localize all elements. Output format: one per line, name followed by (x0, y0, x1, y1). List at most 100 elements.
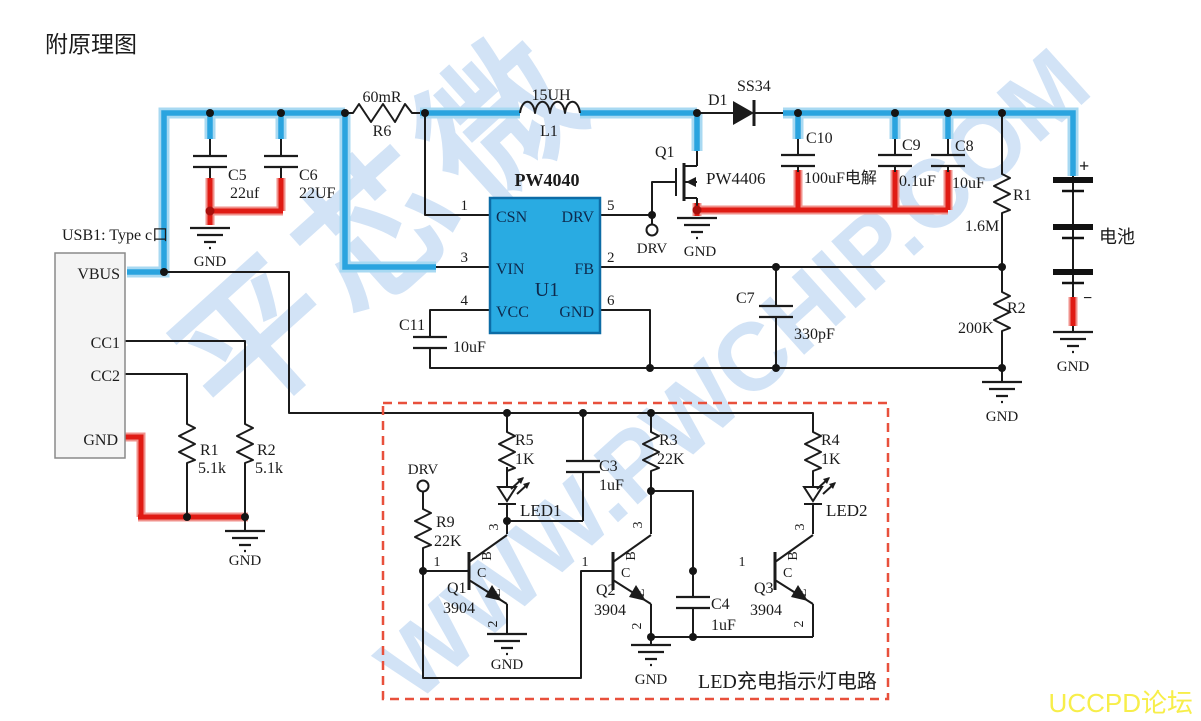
cap-c10 (779, 153, 817, 168)
junction-dots (160, 109, 1006, 641)
c6-ref: C6 (299, 167, 318, 184)
q1-pin2: 2 (486, 621, 501, 628)
page-title: 附原理图 (45, 32, 137, 57)
u1-ref: U1 (535, 279, 559, 301)
sense-resistor: 60mR R6 (344, 89, 421, 140)
battery: + − 电池 GND (1051, 156, 1135, 375)
q3-ref: Q3 (754, 580, 774, 597)
q2-pinc: C (621, 566, 630, 581)
gnd-symbol (980, 380, 1024, 404)
r6-ref: R6 (373, 123, 392, 140)
c11-ref: C11 (399, 317, 425, 334)
u1-part: PW4040 (515, 170, 580, 190)
q3-pinb: B (786, 551, 801, 560)
u1-pin-csn: CSN (496, 209, 528, 226)
q1-pine: E (489, 589, 504, 598)
q1-pin1: 1 (434, 555, 441, 570)
r3-ref: R3 (659, 432, 678, 449)
l1-ref: L1 (540, 123, 558, 140)
q1-pinc: C (477, 566, 486, 581)
l1-value: 15UH (531, 87, 571, 104)
usb-pin-gnd: GND (83, 432, 118, 449)
gnd-symbol (188, 226, 232, 250)
r2-fb-value: 200K (958, 320, 994, 337)
c7-value: 330pF (794, 326, 835, 343)
inductor-l1: 15UH L1 (519, 87, 581, 140)
forum-watermark: UCCPD论坛 (1049, 688, 1193, 718)
gnd-symbol (223, 529, 267, 553)
u1-pin-num-6: 6 (607, 293, 615, 309)
led2-symbol (803, 476, 837, 505)
qm-part: PW4406 (706, 169, 766, 188)
q2-pin2: 2 (630, 623, 645, 630)
black-wires (125, 112, 1074, 531)
q3-pine: E (795, 589, 810, 598)
feedback-divider: R1 1.6M R2 200K GND (958, 169, 1032, 425)
r2-fb-ref: R2 (1007, 300, 1026, 317)
usb-title: USB1: Type c口 (62, 227, 168, 244)
r1-fb-ref: R1 (1013, 187, 1032, 204)
gnd-label: GND (229, 553, 262, 569)
led-box-wires (422, 413, 814, 679)
battery-minus: − (1083, 290, 1092, 307)
q2-value: 3904 (594, 602, 626, 619)
qm-ref: Q1 (655, 144, 675, 161)
c3-value: 1uF (599, 477, 624, 494)
r9-ref: R9 (436, 514, 455, 531)
r6-value: 60mR (362, 89, 401, 106)
blue-wires (127, 107, 1079, 278)
r5-value: 1K (515, 451, 535, 468)
led1-label: LED1 (520, 501, 562, 520)
drv-terminal (416, 479, 430, 493)
resistor-r4 (804, 427, 822, 476)
gnd-symbol (1051, 330, 1095, 354)
gnd-symbol (675, 216, 719, 240)
c5-ref: C5 (228, 167, 247, 184)
usb-pin-vbus: VBUS (77, 266, 120, 283)
cc-resistors: R1 5.1k R2 5.1k GND (178, 419, 283, 569)
gnd-label: GND (1057, 359, 1090, 375)
q3-pinc: C (783, 566, 792, 581)
q3-pin1: 1 (739, 555, 746, 570)
cap-c6 (262, 154, 300, 169)
q1-value: 3904 (443, 600, 475, 617)
drv-label: DRV (637, 241, 668, 257)
u1-pin-vin: VIN (496, 261, 525, 278)
q3-value: 3904 (750, 602, 782, 619)
u1-pin-gnd: GND (559, 304, 594, 321)
cap-c7: C7 330pF (736, 290, 835, 343)
led2-label: LED2 (826, 501, 868, 520)
d1-value: SS34 (737, 78, 771, 95)
r4-value: 1K (821, 451, 841, 468)
c5-value: 22uf (230, 185, 260, 202)
c3-ref: C3 (599, 458, 618, 475)
gnd-label: GND (684, 244, 717, 260)
u1-pin-num-1: 1 (461, 198, 469, 214)
battery-label: 电池 (1099, 227, 1135, 247)
c8-ref: C8 (955, 138, 974, 155)
u1-pin-num-4: 4 (461, 293, 469, 309)
c10-value: 100uF电解 (804, 169, 877, 187)
mosfet-q1: Q1 PW4406 DRV GND (637, 144, 766, 260)
c8-value: 10uF (952, 175, 985, 192)
gnd-label: GND (491, 657, 524, 673)
diode-symbol (733, 101, 754, 125)
red-wires (125, 170, 1078, 522)
u1-pin-drv: DRV (562, 209, 595, 226)
transistor-pin-labels: 1 C B 3 E 2 1 C B 3 E 2 1 C B 3 E 2 (434, 522, 811, 630)
q2-ref: Q2 (596, 582, 616, 599)
mosfet-arrow (686, 177, 696, 187)
u1-pin-num-5: 5 (607, 198, 615, 214)
c7-ref: C7 (736, 290, 755, 307)
u1-pin-vcc: VCC (496, 304, 529, 321)
diode-d1: D1 SS34 (708, 78, 771, 126)
c9-ref: C9 (902, 137, 921, 154)
cap-c11: C11 10uF (399, 317, 486, 356)
r9-value: 22K (434, 533, 462, 550)
q1-pin3: 3 (487, 524, 502, 531)
usb-connector: USB1: Type c口 VBUS CC1 CC2 GND (54, 227, 168, 459)
d1-ref: D1 (708, 92, 728, 109)
r5-ref: R5 (515, 432, 534, 449)
